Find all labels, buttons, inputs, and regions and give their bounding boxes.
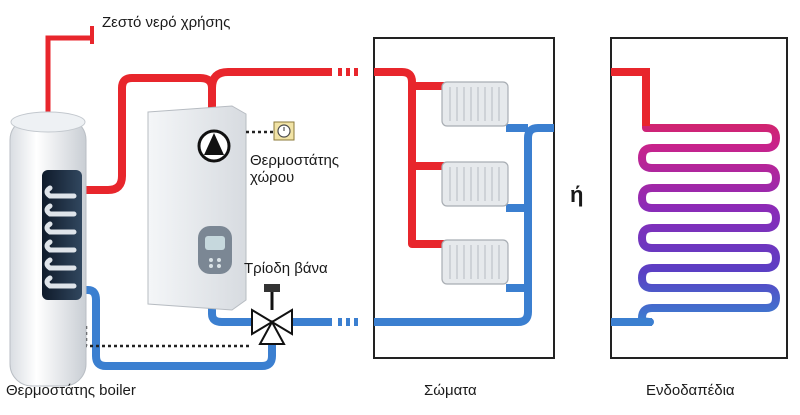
wall-boiler [147,105,247,311]
underfloor-panel [610,37,788,359]
room-thermostat-label-line1: Θερμοστάτης [250,152,340,169]
radiator-icon [441,239,509,285]
supply-pipe [82,68,332,194]
underfloor-supply-tip [611,68,650,126]
boiler-tank [9,111,87,387]
room-thermostat-label-line2: χώρου [250,169,295,187]
radiator-return [374,124,554,326]
control-panel-icon [198,226,232,274]
three-way-valve-label: Τρίοδη βάνα [244,260,328,277]
pump-icon [197,129,231,163]
underfloor-coil [611,68,780,326]
radiator-supply [374,68,446,248]
underfloor-label: Ενδοδαπέδια [646,382,735,399]
return-pipe [82,286,332,370]
room-thermostat-label: Θερμοστάτης χώρου [250,152,339,187]
boiler-thermostat-label: Θερμοστάτης boiler [6,382,136,399]
boiler-thermostat-line [84,326,252,348]
thermostat-icon [273,121,295,141]
radiators-label: Σώματα [424,382,477,399]
radiators-panel [373,37,555,359]
radiator-icon [441,161,509,207]
radiator-icon [441,81,509,127]
valve-icon [251,284,293,345]
hot-water-pipe [45,26,94,120]
or-label: ή [570,182,584,207]
hot-water-label: Ζεστό νερό χρήσης [102,14,231,31]
